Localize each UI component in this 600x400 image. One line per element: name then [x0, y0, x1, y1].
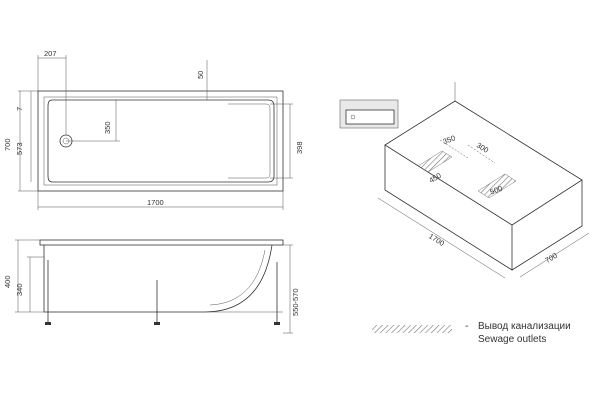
top-view: 207 50 350 700 573 7 398 1700 — [3, 49, 304, 210]
tub-inner-basin — [47, 99, 275, 183]
legend-hatch-swatch — [372, 325, 452, 333]
dim-line-room-width — [519, 232, 590, 278]
dim-width-inner: 573 — [15, 142, 24, 155]
dim-height-total: 400 — [3, 275, 12, 288]
side-view: 400 340 550-570 — [3, 239, 300, 334]
dim-width-total: 700 — [3, 138, 12, 151]
legend-label-ru: Вывод канализации — [478, 321, 571, 332]
tub-outer-outline — [37, 90, 284, 192]
thumbnail-plan — [339, 99, 399, 129]
dim-room-length: 1700 — [427, 232, 446, 248]
legend-label-en: Sewage outlets — [478, 334, 547, 345]
backrest-outline — [228, 103, 271, 179]
sewage-outlet-left — [417, 150, 453, 173]
thumbnail-tub — [345, 109, 395, 125]
tub-side-body — [43, 244, 273, 313]
dim-drain-y: 350 — [103, 121, 112, 134]
dim-sewage-w2: 500 — [489, 184, 504, 197]
legend-separator: - — [465, 321, 469, 332]
room-top-face — [384, 100, 583, 226]
room-view: 350 300 450 500 1700 700 — [377, 82, 590, 279]
dim-length: 1700 — [147, 198, 164, 207]
tub-rim-outline — [43, 96, 278, 186]
dim-sewage-x1: 350 — [442, 133, 457, 146]
sewage-outlet-right — [477, 173, 517, 199]
dim-height-inner: 340 — [15, 283, 24, 296]
foot-left — [45, 322, 51, 325]
dim-sewage-x2: 300 — [475, 141, 490, 155]
dim-drain-offset-x: 207 — [44, 49, 57, 58]
dim-inner-right: 398 — [295, 141, 304, 154]
dim-room-width: 700 — [543, 251, 558, 265]
dim-rim-top: 50 — [196, 71, 205, 79]
foot-right — [274, 322, 280, 325]
dim-legs-range: 550-570 — [291, 288, 300, 316]
dim-line-room-length — [377, 197, 506, 279]
foot-middle — [154, 322, 160, 325]
room-front-face — [384, 145, 513, 271]
tub-side-backrest — [209, 249, 266, 306]
room-side-face — [511, 180, 583, 271]
dim-rim: 7 — [15, 107, 24, 111]
tub-side-rim — [39, 239, 284, 246]
